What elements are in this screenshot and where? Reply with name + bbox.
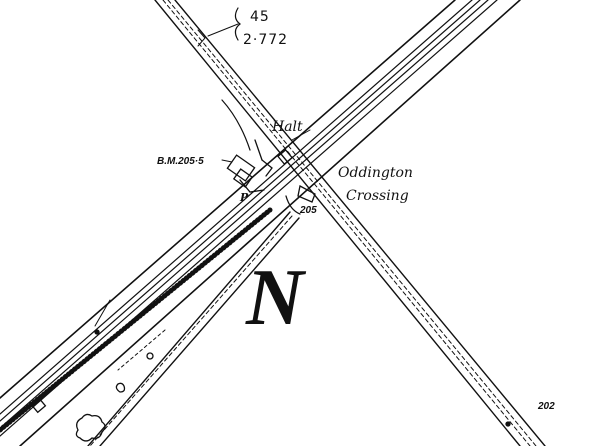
benchmark-label: B.M.205·5	[157, 156, 204, 167]
halt-pointer	[291, 129, 311, 141]
north-letter: N	[246, 254, 304, 342]
parcel-number: 45	[250, 9, 270, 25]
post-symbol: P	[240, 191, 249, 204]
tree-symbols	[31, 329, 511, 442]
crossing-label-line2: Crossing	[346, 188, 409, 204]
road-crossing	[154, 0, 546, 446]
spot-height-202: 202	[538, 401, 555, 412]
road-southwest	[87, 211, 300, 446]
spot-height-205: 205	[300, 205, 317, 216]
halt-label: Halt	[272, 119, 303, 135]
halt-buildings	[226, 139, 316, 215]
parcel-area: 2·772	[243, 32, 289, 48]
railway-line	[0, 0, 521, 446]
crossing-label-line1: Oddington	[338, 165, 413, 181]
benchmark-arrow	[221, 159, 233, 163]
field-boundaries	[94, 7, 251, 371]
